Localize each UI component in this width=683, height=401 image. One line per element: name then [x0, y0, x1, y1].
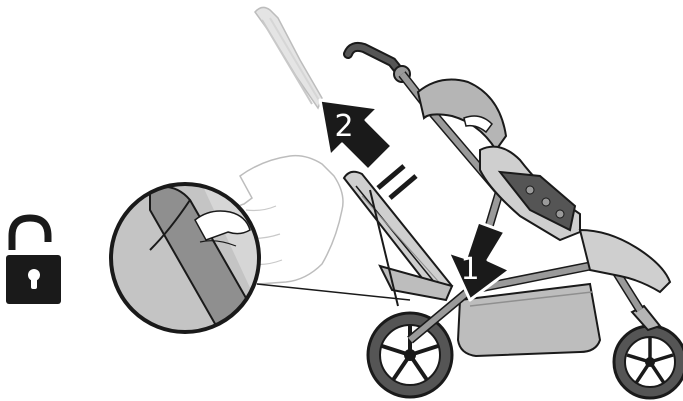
step-2-label: 2	[334, 109, 353, 144]
unlocked-padlock-icon	[6, 218, 61, 304]
step-1-label: 1	[460, 252, 479, 287]
front-wheel	[614, 306, 683, 398]
parallel-marks	[378, 166, 416, 198]
step-2-arrow: 2	[320, 100, 392, 170]
raised-seat-ghost	[255, 7, 322, 108]
rear-wheel	[368, 313, 452, 397]
